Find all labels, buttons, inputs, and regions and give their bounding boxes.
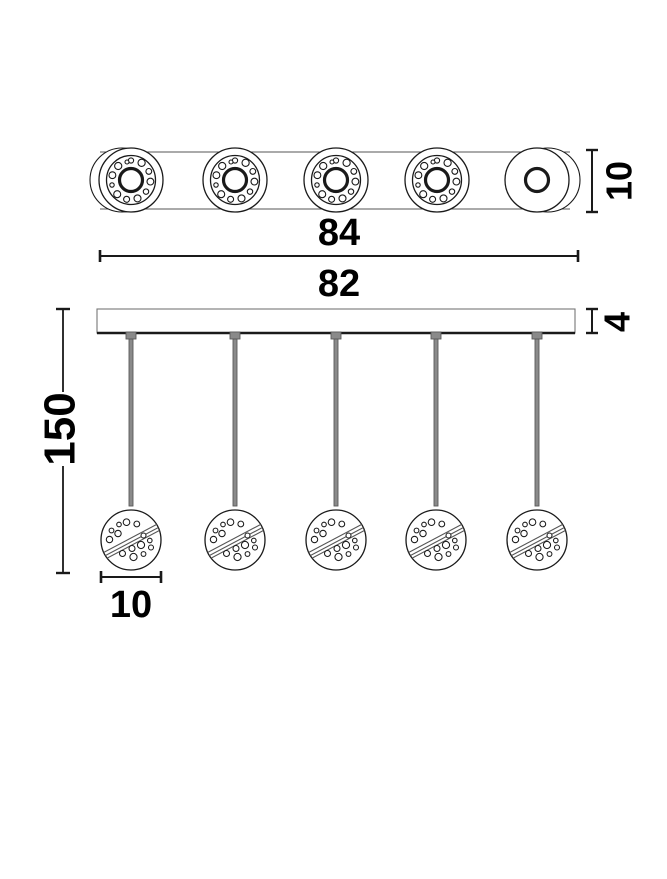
overall-width-value: 84 — [318, 212, 360, 254]
globe-diameter-top-value: 10 — [599, 161, 640, 201]
canopy-bar — [96, 308, 576, 335]
cable-wire — [534, 338, 540, 507]
cable-wire — [232, 338, 238, 507]
globe-diameter-top-dimension: 10 — [586, 148, 640, 214]
globe-diameter-front-dimension: 10 — [99, 571, 163, 626]
total-drop-dimension: 150 — [36, 307, 85, 575]
cable-wire — [433, 338, 439, 507]
overall-width-dimension: 84 — [98, 212, 580, 262]
top-view-globe-5 — [503, 146, 571, 214]
top-view-globe-1 — [97, 146, 165, 214]
cable-wire — [333, 338, 339, 507]
top-view-globe-2 — [201, 146, 269, 214]
canopy-width-dimension: 82 — [318, 263, 360, 305]
canopy-height-dimension: 4 — [586, 307, 638, 335]
cable-3 — [330, 331, 342, 507]
front-elevation-group — [96, 308, 576, 570]
cable-5 — [531, 331, 543, 507]
globe-diameter-front-value: 10 — [110, 584, 152, 626]
cable-connector — [531, 331, 543, 340]
front-globe-5 — [503, 510, 571, 570]
cable-wire — [128, 338, 134, 507]
canopy-bar-body — [96, 308, 576, 334]
top-view-globe-3 — [302, 146, 370, 214]
cable-2 — [229, 331, 241, 507]
cable-connector — [330, 331, 342, 340]
front-globe-2 — [201, 510, 269, 570]
top-view-group — [89, 146, 581, 214]
cable-connector — [125, 331, 137, 340]
total-drop-value: 150 — [36, 392, 85, 465]
canopy-width-value: 82 — [318, 263, 360, 305]
front-globe-4 — [402, 510, 470, 570]
top-view-globe-4 — [403, 146, 471, 214]
cable-1 — [125, 331, 137, 507]
canopy-height-value: 4 — [597, 312, 638, 332]
front-globe-3 — [302, 510, 370, 570]
cable-connector — [430, 331, 442, 340]
cable-connector — [229, 331, 241, 340]
cable-4 — [430, 331, 442, 507]
front-globe-1 — [97, 510, 165, 570]
